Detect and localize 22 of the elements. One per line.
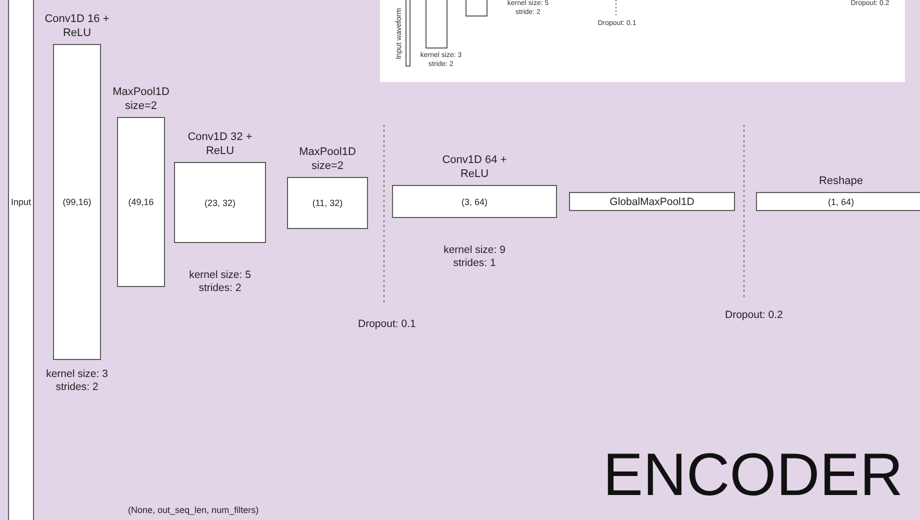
shape-note: (None, out_seq_len, num_filters) xyxy=(128,505,259,515)
layer-box: (11, 32) xyxy=(287,177,368,229)
kernel-note: kernel size: 3 strides: 2 xyxy=(45,368,109,394)
input-bar: Input xyxy=(8,0,34,520)
layer-box: (3, 64) xyxy=(392,185,557,218)
layer-label: Conv1D 64 + ReLU xyxy=(441,153,508,181)
inset-panel xyxy=(380,0,905,82)
dropout-label: Dropout: 0.2 xyxy=(725,309,783,321)
layer-label: Conv1D 16 + ReLU xyxy=(44,12,110,40)
layer-label: MaxPool1D size=2 xyxy=(298,145,357,173)
layer-label: MaxPool1D size=2 xyxy=(112,85,170,113)
layer-box: GlobalMaxPool1D xyxy=(569,192,735,211)
layer-box: (49,16 xyxy=(117,117,165,287)
layer-box: (1, 64) xyxy=(756,192,920,211)
kernel-note: kernel size: 9 strides: 1 xyxy=(442,244,506,270)
layer-label: Reshape xyxy=(818,174,864,188)
dropout-label: Dropout: 0.1 xyxy=(358,318,416,330)
kernel-note: kernel size: 5 strides: 2 xyxy=(188,269,252,295)
diagram-title: ENCODER xyxy=(603,440,904,509)
layer-box: (99,16) xyxy=(53,44,101,360)
layer-label: Conv1D 32 + ReLU xyxy=(186,130,254,158)
layer-box: (23, 32) xyxy=(174,162,266,243)
